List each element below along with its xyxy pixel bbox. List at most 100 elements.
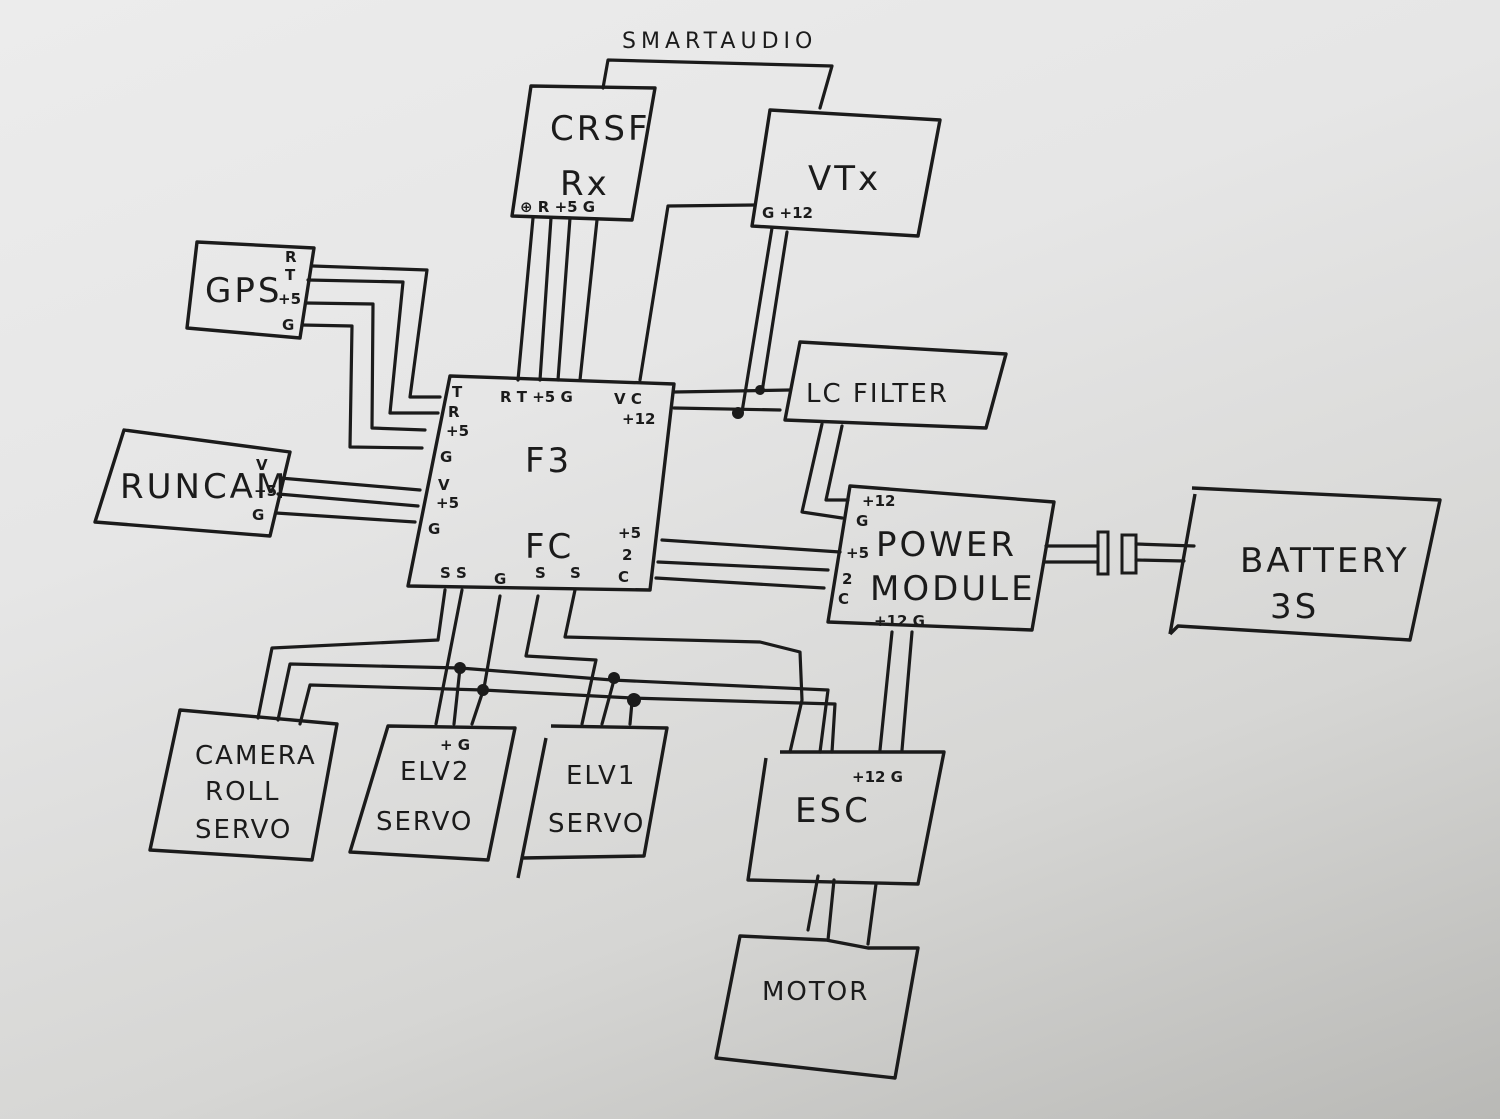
camera-servo-signal-wire [256, 588, 447, 720]
elv2-servo-label-line1: ELV2 [400, 757, 470, 787]
runcam-pin-5v: +5 [254, 482, 277, 500]
fc-right-pin-2: 2 [622, 546, 632, 564]
fc-label-line2: FC [525, 527, 574, 567]
battery-label-line2: 3S [1270, 587, 1319, 627]
lc-to-pm-wire-1 [800, 422, 844, 520]
fc-pin-5v-b: +5 [436, 494, 459, 512]
runcam-wire-v [278, 476, 422, 492]
servo-bus-ground [298, 683, 837, 754]
fc-to-lc-wire-1 [672, 388, 792, 394]
camera-servo-label-line2: ROLL [205, 777, 281, 807]
motor-label: MOTOR [762, 977, 869, 1007]
fc-bottom-pin-ss: S S [440, 564, 467, 582]
esc-label: ESC [795, 791, 871, 831]
gps-wire-t [306, 278, 440, 415]
fc-bottom-pin-g: G [494, 570, 506, 588]
vtx-gnd-wire [740, 226, 774, 414]
pm-bottom-pins: +12 G [874, 612, 925, 630]
fc-to-pm-wire-5v [660, 538, 842, 554]
esc-signal-wire [563, 588, 804, 754]
fc-right-pin-c: C [618, 568, 629, 586]
servo-bus-plus [276, 662, 830, 754]
elv2-servo-pins: + G [440, 736, 470, 754]
crsf-rx-label-line1: CRSF [550, 109, 651, 149]
camera-roll-servo: CAMERA ROLL SERVO [148, 708, 339, 862]
fc-pin-v: V [438, 476, 450, 494]
runcam-wire-5v [276, 492, 420, 508]
crsf-wire-3 [556, 216, 572, 382]
esc-pins: +12 G [852, 768, 903, 786]
vtx-label: VTx [808, 159, 881, 199]
lc-filter-module: LC FILTER [783, 340, 1008, 430]
motor-module: MOTOR [714, 934, 920, 1080]
power-module: POWER MODULE +12 G +5 2 C +12 G [826, 484, 1056, 632]
junction-vtx-gnd [732, 407, 744, 419]
gps-module: GPS R T +5 G [185, 240, 316, 340]
gps-pin-5v: +5 [278, 290, 301, 308]
gps-wire-g [300, 323, 424, 450]
elv1-servo-ground-wire [628, 700, 634, 726]
runcam-pin-v: V [256, 456, 268, 474]
elv1-servo: ELV1 SERVO [516, 724, 669, 879]
pm-pin-5v: +5 [846, 544, 869, 562]
elv1-servo-label-line1: ELV1 [566, 761, 636, 791]
crsf-rx-label-line2: Rx [560, 164, 610, 204]
gps-pin-t: T [285, 266, 296, 284]
elv2-fc-ground-wire [470, 594, 502, 726]
smartaudio-label: SMARTAUDIO [622, 29, 817, 54]
gps-wire-5v [304, 301, 427, 432]
fc-top-pins: R T +5 G [500, 388, 573, 406]
crsf-wire-2 [538, 216, 553, 382]
motor-phase-wire-c [866, 882, 878, 946]
fc-to-lc-wire-2 [672, 406, 782, 412]
vtx-video-wire [638, 203, 757, 382]
pm-to-esc-wire-12v [878, 630, 894, 752]
pm-pin-2: 2 [842, 570, 852, 588]
lc-to-pm-wire-2 [824, 424, 850, 502]
fc-bottom-pin-s2: S [570, 564, 581, 582]
fc-right-pin-5v: +5 [618, 524, 641, 542]
power-module-label-line2: MODULE [870, 569, 1036, 609]
runcam-wire-g [274, 511, 417, 524]
lc-filter-label: LC FILTER [806, 379, 949, 409]
fc-label-line1: F3 [525, 441, 572, 481]
crsf-rx-module: CRSF Rx ⊕ R +5 G [510, 84, 657, 222]
fc-pin-g-a: G [440, 448, 452, 466]
junction-vtx-12v [755, 385, 765, 395]
elv2-servo-signal-wire [434, 588, 464, 726]
elv1-servo-signal-wire [524, 594, 598, 726]
fc-pin-5v-a: +5 [446, 422, 469, 440]
junction-elv1-plus [608, 672, 620, 684]
battery-module: BATTERY 3S [1168, 486, 1442, 642]
fc-top-right-pins: V C [614, 390, 642, 408]
crsf-wire-1 [516, 216, 535, 382]
gps-wire-r [311, 264, 442, 399]
fc-pin-t: T [452, 383, 463, 401]
pm-pin-g: G [856, 512, 868, 530]
elv1-servo-label-line2: SERVO [548, 809, 645, 839]
power-module-label-line1: POWER [876, 525, 1017, 565]
camera-servo-label-line1: CAMERA [195, 741, 317, 771]
gps-label: GPS [205, 271, 282, 311]
pm-pin-12v: +12 [862, 492, 895, 510]
runcam-pin-g: G [252, 506, 264, 524]
elv1-servo-plus-wire [600, 678, 616, 726]
gps-pin-r: R [285, 248, 297, 266]
fc-top-right-12v: +12 [622, 410, 655, 428]
crsf-rx-pins: ⊕ R +5 G [520, 198, 595, 216]
connector-to-battery-wire-2 [1134, 558, 1186, 563]
camera-servo-label-line3: SERVO [195, 815, 292, 845]
xt-connector-female [1120, 533, 1138, 575]
runcam-label: RUNCAM [120, 467, 288, 507]
motor-phase-wire-a [806, 874, 820, 932]
vtx-12v-wire [760, 230, 789, 394]
gps-pin-g: G [282, 316, 294, 334]
crsf-wire-4 [578, 218, 599, 382]
flight-controller: F3 FC T R +5 G V +5 G R T +5 G V C +12 +… [406, 374, 676, 592]
fc-to-pm-wire-2 [656, 560, 830, 572]
elv2-servo: + G ELV2 SERVO [348, 724, 517, 862]
runcam-module: RUNCAM V +5 G [93, 428, 292, 538]
pm-pin-c: C [838, 590, 849, 608]
motor-phase-wire-b [826, 878, 836, 942]
fc-pin-r: R [448, 403, 460, 421]
